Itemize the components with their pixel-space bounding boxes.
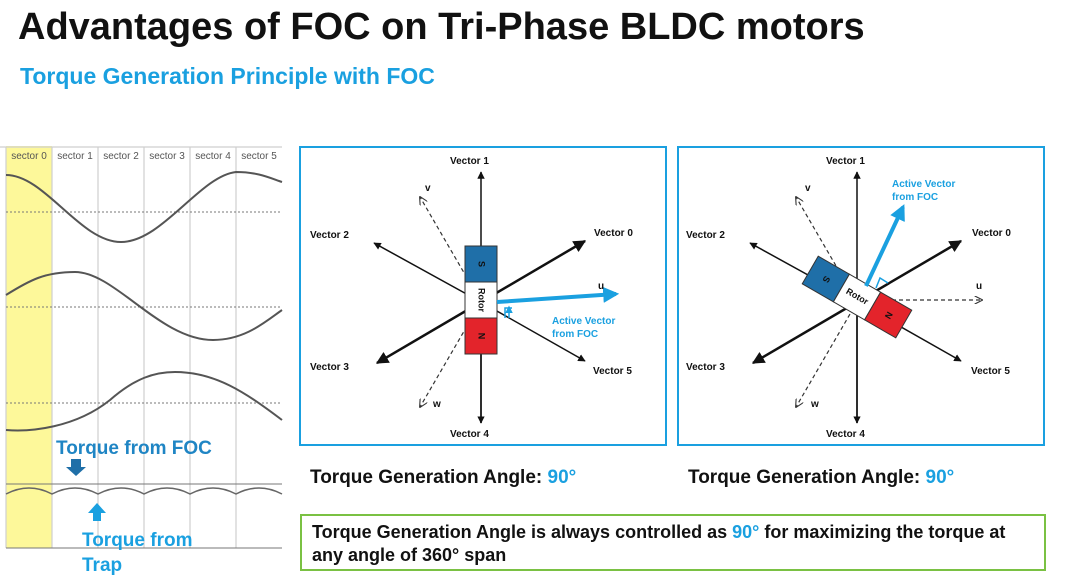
vector-3-axis: [751, 300, 858, 365]
phase-v-axis: [420, 197, 482, 303]
vector-2-label: Vector 2: [310, 230, 349, 241]
phase-v-axis: [796, 197, 858, 303]
rotor-left: S Rotor N: [464, 245, 498, 355]
phase-v-label: v: [425, 183, 431, 194]
right-angle-marker: [875, 276, 889, 289]
rotor-pole-n: [863, 291, 913, 339]
note-text-part2: for maximizing the torque at any angle o…: [312, 522, 1006, 565]
phase-u-wave: [5, 170, 283, 244]
sector-dividers: [5, 147, 237, 548]
caption-left-value: 90°: [547, 467, 577, 488]
phase-w-axis: [796, 301, 858, 407]
sector-label-2: sector 2: [103, 151, 139, 162]
rotor-pole-s-label: S: [821, 274, 833, 284]
sector-label-5: sector 5: [241, 151, 277, 162]
torque-trap-ripple: [5, 487, 283, 495]
vector-0-label: Vector 0: [594, 228, 633, 239]
rotor-pole-n-label: N: [883, 310, 895, 321]
caption-left: Torque Generation Angle: 90°: [310, 467, 576, 489]
caption-right-value: 90°: [925, 467, 955, 488]
rotor-right: S Rotor N: [801, 255, 913, 339]
active-vector-label-line1: Active Vector: [892, 179, 955, 190]
caption-right: Torque Generation Angle: 90°: [688, 467, 954, 489]
waveform-panel: sector 0 sector 1 sector 2 sector 3 sect…: [0, 146, 283, 576]
active-vector-arrow: [496, 286, 620, 304]
torque-foc-arrow-icon: [66, 459, 86, 476]
sector-label-1: sector 1: [57, 151, 93, 162]
note-text-part1: Torque Generation Angle is always contro…: [312, 522, 728, 542]
vector-0-label: Vector 0: [972, 228, 1011, 239]
vector-2-axis: [373, 242, 482, 303]
phase-u-label: u: [598, 281, 604, 292]
vector-3-label: Vector 3: [310, 362, 349, 373]
phase-w-wave: [5, 370, 283, 432]
vector-4-label: Vector 4: [450, 429, 489, 440]
vector-0-axis: [480, 239, 587, 304]
torque-trap-label-line2: Trap: [82, 555, 122, 576]
page-title: Advantages of FOC on Tri-Phase BLDC moto…: [18, 6, 865, 48]
active-vector-label-line2: from FOC: [892, 192, 938, 203]
active-vector-label-line2: from FOC: [552, 329, 598, 340]
phase-baselines: [6, 211, 282, 404]
vector-diagram-left: S Rotor N Vector 1 Vector 4 Vector 0 Vec…: [299, 146, 667, 446]
vector-diagram-right: S Rotor N Vector 1 Vector 4 Vector 0 Vec…: [677, 146, 1045, 446]
page-subtitle: Torque Generation Principle with FOC: [20, 63, 435, 89]
vector-3-axis: [375, 300, 482, 365]
rotor-pole-n: [464, 317, 498, 355]
sector-labels: sector 0 sector 1 sector 2 sector 3 sect…: [11, 151, 277, 162]
rotor-pole-s-label: S: [477, 261, 487, 267]
summary-note: Torque Generation Angle is always contro…: [300, 514, 1046, 571]
vector-2-label: Vector 2: [686, 230, 725, 241]
vector-5-axis: [480, 301, 586, 362]
phase-waveforms: [5, 170, 283, 432]
torque-trap-label-line1: Torque from: [82, 530, 192, 551]
active-vector-label-line1: Active Vector: [552, 316, 615, 327]
diagram-left-frame: [299, 146, 667, 446]
caption-left-label: Torque Generation Angle:: [310, 467, 543, 488]
vector-1-label: Vector 1: [450, 156, 489, 167]
sector-0-highlight: [6, 146, 52, 548]
rotor-pole-n-label: N: [477, 333, 487, 340]
torque-trap-arrow-icon: [88, 503, 106, 521]
torque-foc-label: Torque from FOC: [56, 438, 212, 459]
phase-v-label: v: [805, 183, 811, 194]
rotor-label: Rotor: [477, 288, 487, 312]
sector-label-4: sector 4: [195, 151, 231, 162]
sector-label-0: sector 0: [11, 151, 47, 162]
phase-w-axis: [420, 301, 482, 407]
sector-label-3: sector 3: [149, 151, 185, 162]
note-value: 90°: [732, 522, 760, 542]
phase-w-label: w: [432, 399, 441, 410]
phase-v-wave: [5, 270, 283, 342]
diagram-right-frame: [677, 146, 1045, 446]
active-vector-arrow: [864, 204, 905, 287]
phase-w-label: w: [810, 399, 819, 410]
vector-5-label: Vector 5: [593, 366, 632, 377]
rotor-pole-s: [464, 245, 498, 283]
vector-3-label: Vector 3: [686, 362, 725, 373]
vector-4-label: Vector 4: [826, 429, 865, 440]
caption-right-label: Torque Generation Angle:: [688, 467, 921, 488]
phase-u-label: u: [976, 281, 982, 292]
vector-5-label: Vector 5: [971, 366, 1010, 377]
vector-1-label: Vector 1: [826, 156, 865, 167]
